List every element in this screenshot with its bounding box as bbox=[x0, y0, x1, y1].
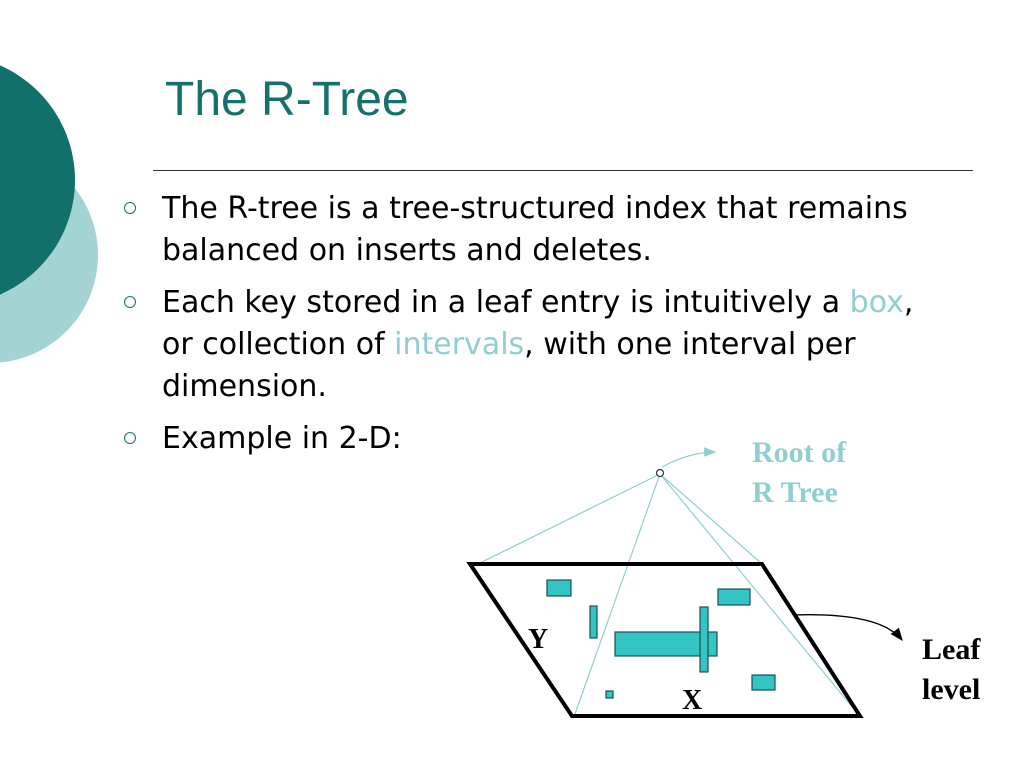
title-divider bbox=[153, 170, 973, 171]
root-label-line2: R Tree bbox=[752, 476, 838, 509]
label-x: X bbox=[682, 685, 702, 716]
root-node-icon bbox=[655, 468, 665, 478]
leaf-box bbox=[605, 690, 614, 699]
leaf-arrow-icon bbox=[792, 614, 903, 642]
bullet-text: The R-tree is a tree-structured index th… bbox=[162, 191, 908, 268]
leaf-box-y bbox=[699, 606, 709, 673]
leaf-box bbox=[717, 588, 751, 606]
bullet-list: The R-tree is a tree-structured index th… bbox=[120, 188, 940, 470]
decorative-circles bbox=[0, 65, 98, 363]
root-connector-lines bbox=[477, 473, 859, 715]
bullet-text: , with one interval per dimension. bbox=[162, 327, 856, 404]
term-box: box bbox=[849, 285, 904, 320]
bullet-item: The R-tree is a tree-structured index th… bbox=[120, 188, 940, 272]
label-y: Y bbox=[528, 624, 548, 655]
hollow-circle-bullet-icon bbox=[124, 432, 136, 444]
bullet-item: Example in 2-D: bbox=[120, 418, 940, 460]
bullet-text: Each key stored in a leaf entry is intui… bbox=[162, 285, 850, 320]
root-label-line1: Root of bbox=[752, 436, 847, 469]
leaf-box bbox=[751, 674, 776, 691]
leaf-label-line1: Leaf bbox=[922, 633, 981, 666]
connector-line bbox=[659, 473, 859, 715]
decorative-dark-circle bbox=[0, 65, 75, 295]
leaf-box bbox=[589, 605, 598, 639]
term-intervals: intervals bbox=[394, 327, 525, 362]
slide-title: The R-Tree bbox=[165, 73, 409, 126]
hollow-circle-bullet-icon bbox=[124, 296, 136, 308]
bullet-text: , or collection of bbox=[162, 285, 914, 362]
leaf-label-line2: level bbox=[922, 673, 980, 706]
bullet-item: Each key stored in a leaf entry is intui… bbox=[120, 282, 940, 408]
connector-line bbox=[477, 473, 661, 565]
bullet-text: Example in 2-D: bbox=[162, 421, 402, 456]
hollow-circle-bullet-icon bbox=[124, 202, 136, 214]
connector-line bbox=[659, 473, 763, 565]
leaf-plane bbox=[466, 562, 864, 718]
connector-line bbox=[574, 473, 661, 715]
leaf-boxes bbox=[546, 579, 776, 699]
root-arrow-icon bbox=[661, 447, 717, 468]
leaf-box bbox=[546, 579, 572, 597]
rtree-diagram: Root of R Tree Leaf level Y X bbox=[466, 436, 981, 718]
